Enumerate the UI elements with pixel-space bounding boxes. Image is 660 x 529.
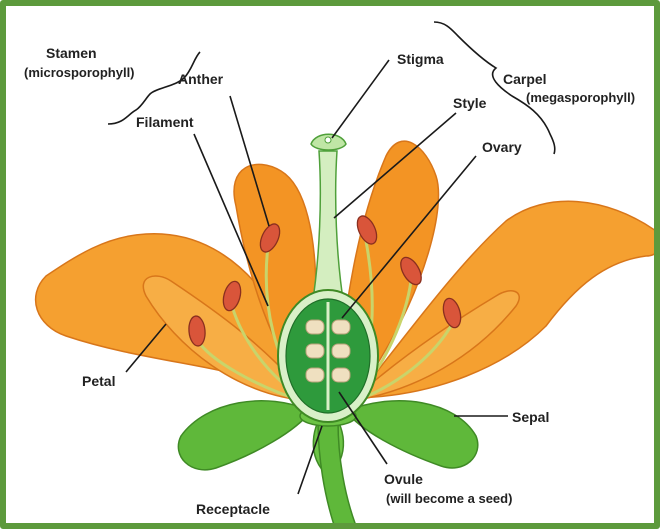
label-style: Style (453, 95, 487, 111)
sepal-right (346, 401, 478, 468)
sepal-left (178, 401, 311, 470)
label-petal: Petal (82, 373, 115, 389)
label-carpel-note: (megasporophyll) (526, 90, 635, 105)
ovule (306, 368, 324, 382)
ovule (306, 344, 324, 358)
ovule (306, 320, 324, 334)
stem (318, 421, 358, 529)
label-ovule-note: (will become a seed) (386, 491, 512, 506)
stigma-tip (325, 137, 331, 143)
label-carpel: Carpel (503, 71, 547, 87)
label-receptacle: Receptacle (196, 501, 270, 517)
ovule (332, 344, 350, 358)
leader-stigma (332, 60, 389, 138)
label-stigma: Stigma (397, 51, 444, 67)
label-ovule: Ovule (384, 471, 423, 487)
label-filament: Filament (136, 114, 194, 130)
label-stamen: Stamen (46, 45, 97, 61)
label-anther: Anther (178, 71, 224, 87)
style (312, 151, 344, 306)
label-sepal: Sepal (512, 409, 549, 425)
carpel-bracket (434, 22, 555, 154)
ovule (332, 320, 350, 334)
label-stamen-note: (microsporophyll) (24, 65, 135, 80)
ovule (332, 368, 350, 382)
label-ovary: Ovary (482, 139, 522, 155)
flower-diagram: Stamen (microsporophyll) Anther Filament… (6, 6, 660, 529)
